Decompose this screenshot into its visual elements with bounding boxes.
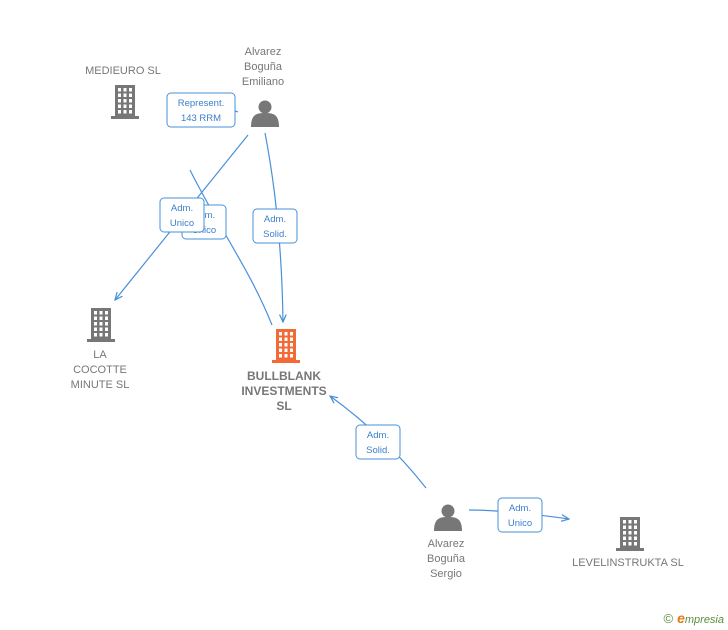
person-icon (251, 100, 279, 127)
edge-label-box (355, 424, 401, 460)
edge-line (189, 169, 273, 326)
edge-label-text: Unico (192, 225, 216, 236)
brand-name: mpresia (684, 614, 724, 626)
node-label: MEDIEURO SL (85, 65, 161, 77)
edge-label-box (159, 197, 205, 233)
node-label: Alvarez (428, 538, 465, 550)
edge-label-text: Unico (170, 218, 194, 229)
node-label: COCOTTE (73, 364, 127, 376)
building-icon (111, 85, 139, 119)
edges-layer (115, 106, 569, 519)
node-medieuro[interactable]: MEDIEURO SL (85, 65, 161, 119)
edge-label-text: Adm. (264, 214, 286, 225)
node-label: Sergio (430, 568, 462, 580)
node-label: INVESTMENTS (241, 384, 326, 398)
edge-label[interactable]: Represent. 143 RRM (166, 92, 236, 128)
edge-label-text: Solid. (366, 445, 390, 456)
node-label: Alvarez (245, 46, 282, 58)
brand-watermark: ©empresia (663, 610, 724, 626)
building-icon (616, 517, 644, 551)
edge-label-text: 143 RRM (181, 113, 221, 124)
nodes-layer: MEDIEURO SLAlvarezBoguñaEmilianoLACOCOTT… (71, 46, 684, 580)
edge-label[interactable]: Adm. Unico (159, 197, 205, 233)
node-label: BULLBLANK (247, 369, 321, 383)
building-icon (87, 308, 115, 342)
edge-label[interactable]: Adm. Unico (497, 497, 543, 533)
building-icon (272, 329, 300, 363)
edge-label-text: Solid. (263, 229, 287, 240)
edge-label[interactable]: Adm. Solid. (252, 208, 298, 244)
node-label: LEVELINSTRUKTA SL (572, 557, 684, 569)
edge-label[interactable]: Adm. Solid. (355, 424, 401, 460)
node-levelinstrukta[interactable]: LEVELINSTRUKTA SL (572, 517, 684, 569)
edge-label-text: Adm. (171, 203, 193, 214)
edge-label-box (166, 92, 236, 128)
node-label: Boguña (244, 61, 283, 73)
node-label: LA (93, 349, 107, 361)
edge-label-text: Adm. (367, 430, 389, 441)
node-label: Boguña (427, 553, 466, 565)
edge-label-text: Unico (508, 518, 532, 529)
edge-label-text: Adm. (509, 503, 531, 514)
copyright-symbol: © (663, 611, 674, 626)
brand-initial: e (677, 610, 685, 626)
node-la-cocotte[interactable]: LA COCOTTE MINUTE SL (71, 308, 130, 391)
edge-label-box (497, 497, 543, 533)
person-icon (434, 504, 462, 531)
edge-label-box (252, 208, 298, 244)
edge-label-text: Represent. (178, 98, 224, 109)
node-label: Emiliano (242, 76, 284, 88)
node-label: SL (276, 399, 291, 413)
node-label: MINUTE SL (71, 379, 130, 391)
